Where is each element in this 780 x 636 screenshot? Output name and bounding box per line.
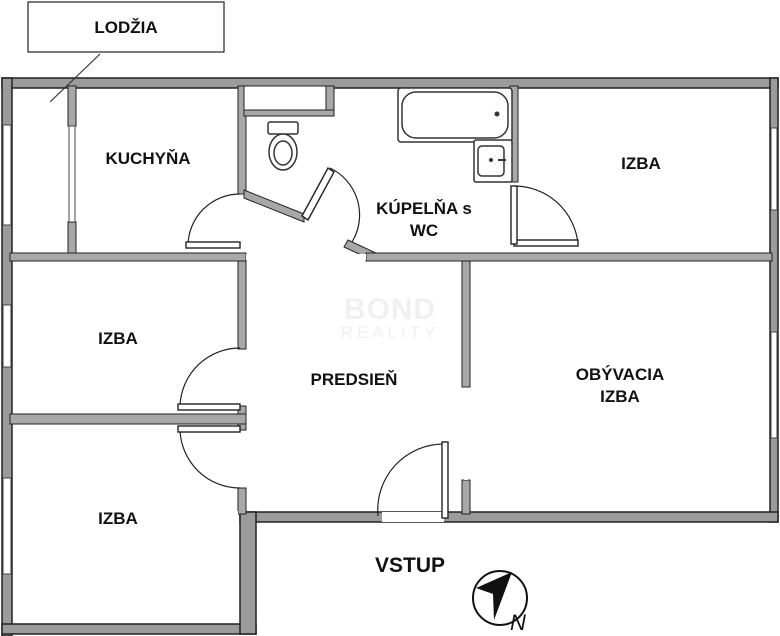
doors bbox=[177, 166, 579, 519]
door-izba-upper-swing bbox=[179, 347, 241, 407]
wall-loggia-lower bbox=[67, 221, 77, 255]
lodzia-pointer-line bbox=[49, 53, 101, 103]
watermark-tagline: REALITY bbox=[341, 323, 440, 342]
window-right-2 bbox=[770, 331, 778, 439]
wall-loggia-upper bbox=[67, 85, 77, 127]
izba-top-right-label: IZBA bbox=[621, 154, 661, 173]
window-left-2 bbox=[2, 304, 12, 368]
wall-kitchen-bottom bbox=[9, 252, 247, 262]
interior-walls bbox=[9, 85, 773, 515]
kupelna-label-line2: WC bbox=[410, 221, 438, 240]
wall-living-left-upper bbox=[461, 260, 471, 388]
door-izba-lower-swing bbox=[179, 429, 241, 489]
opening-entrance bbox=[382, 512, 444, 522]
wall-hall-left-upper bbox=[237, 260, 247, 350]
fixtures bbox=[267, 87, 513, 183]
toilet-icon bbox=[267, 121, 299, 171]
wall-top bbox=[1, 77, 779, 89]
wall-bath-diagonal-1 bbox=[243, 189, 305, 223]
washbasin-icon bbox=[473, 139, 513, 183]
north-arrow-icon bbox=[476, 572, 512, 620]
wall-bottom-left bbox=[1, 623, 257, 635]
obyvacia-label-line1: OBÝVACIA bbox=[576, 365, 664, 384]
wall-middle-horizontal bbox=[365, 252, 773, 262]
door-room-tr-swing bbox=[513, 185, 579, 245]
window-right-1 bbox=[770, 127, 778, 211]
lodzia-label: LODŽIA bbox=[94, 18, 157, 37]
room-labels: KUCHYŇA KÚPELŇA s WC IZBA IZBA PREDSIEŇ … bbox=[98, 149, 664, 577]
bathtub-icon bbox=[397, 87, 513, 143]
window-loggia bbox=[68, 125, 76, 223]
window-left-1 bbox=[2, 124, 12, 226]
door-room-tr-leaf bbox=[513, 239, 579, 247]
wall-hall-left-lower bbox=[237, 487, 247, 515]
door-izba-lower-leaf bbox=[177, 425, 241, 433]
lodzia-label-box bbox=[27, 1, 225, 53]
predsien-label: PREDSIEŇ bbox=[311, 370, 398, 389]
bath-cabinet-bottom bbox=[243, 109, 335, 117]
lodzia-callout: LODŽIA bbox=[27, 1, 225, 103]
compass-north-label: N bbox=[510, 610, 526, 635]
door-entrance-swing bbox=[377, 443, 445, 517]
door-kitchen-leaf bbox=[185, 241, 241, 249]
wall-kitchen-right bbox=[237, 85, 247, 195]
window-left-3 bbox=[2, 477, 12, 575]
wall-lower-room-right bbox=[239, 511, 257, 635]
wall-living-left-lower bbox=[461, 479, 471, 515]
opening-lower-room bbox=[16, 511, 238, 521]
kupelna-label-line1: KÚPELŇA s bbox=[376, 199, 472, 218]
izba-left-upper-label: IZBA bbox=[98, 329, 138, 348]
wall-left-rooms-divider bbox=[9, 413, 247, 425]
openings bbox=[16, 254, 468, 522]
opening-living bbox=[464, 388, 468, 480]
door-bath-swing bbox=[329, 167, 361, 243]
wall-bottom-right bbox=[239, 511, 779, 523]
compass: N bbox=[472, 570, 528, 635]
door-izba-upper-leaf bbox=[177, 403, 241, 411]
door-bath-leaf bbox=[301, 166, 335, 222]
watermark-brand: BOND bbox=[344, 293, 436, 326]
vstup-label: VSTUP bbox=[375, 554, 445, 577]
opening-bath-hall bbox=[246, 254, 366, 260]
door-entrance-leaf bbox=[441, 441, 449, 519]
obyvacia-label-line2: IZBA bbox=[600, 387, 640, 406]
izba-left-lower-label: IZBA bbox=[98, 509, 138, 528]
kuchyna-label: KUCHYŇA bbox=[106, 149, 191, 168]
windows bbox=[2, 124, 778, 575]
watermark: BOND REALITY bbox=[341, 293, 440, 342]
door-kitchen-swing bbox=[187, 193, 241, 247]
door-room-tr-jamb bbox=[510, 185, 518, 245]
